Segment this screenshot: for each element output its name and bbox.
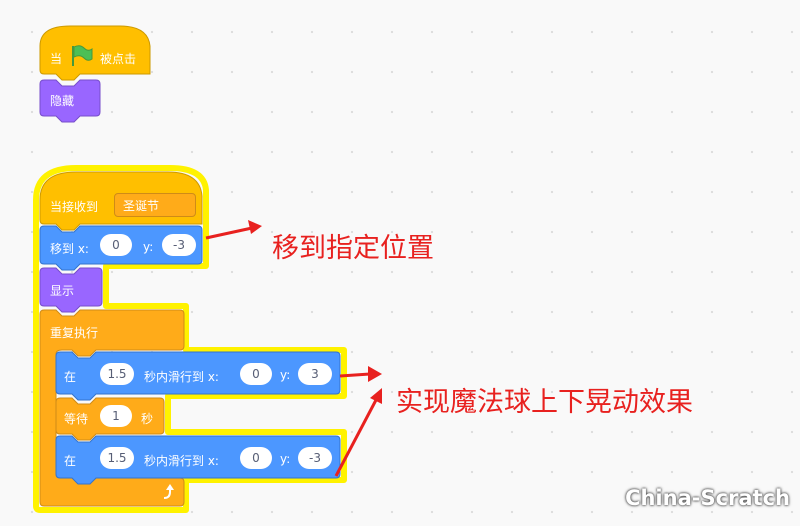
message-value: 圣诞节 — [123, 199, 160, 213]
hide-label: 隐藏 — [50, 94, 75, 108]
receive-label: 当接收到 — [50, 200, 99, 214]
glide2-x-input[interactable]: 0 — [240, 447, 272, 469]
hide-block[interactable] — [39, 79, 101, 123]
glide2-y-label: y: — [280, 452, 291, 466]
annotation-arrow-goto — [205, 220, 262, 240]
goto-y-input[interactable]: -3 — [162, 234, 196, 256]
forever-label: 重复执行 — [50, 326, 99, 340]
glide2-prefix: 在 — [64, 454, 77, 468]
glide1-secs-input[interactable]: 1.5 — [100, 363, 134, 385]
wait-prefix: 等待 — [64, 412, 89, 426]
glide1-y-input[interactable]: 3 — [298, 363, 332, 385]
glide2-y-input[interactable]: -3 — [298, 447, 332, 469]
glide1-x-input[interactable]: 0 — [240, 363, 272, 385]
script-highlight-glow — [33, 165, 347, 513]
message-dropdown[interactable]: 圣诞节 — [114, 193, 196, 217]
goto-x-input[interactable]: 0 — [100, 234, 132, 256]
glide1-mid: 秒内滑行到 x: — [144, 370, 219, 384]
glide2-mid: 秒内滑行到 x: — [144, 454, 219, 468]
annotation-bounce-note: 实现魔法球上下晃动效果 — [396, 387, 693, 418]
show-label: 显示 — [50, 284, 75, 298]
wait-suffix: 秒 — [141, 412, 154, 426]
flag-hat-prefix: 当 — [50, 52, 63, 66]
show-block[interactable] — [39, 267, 103, 313]
wait-secs-input[interactable]: 1 — [100, 405, 132, 427]
glide1-y-label: y: — [280, 368, 291, 382]
loop-arrow-icon — [163, 484, 174, 499]
annotation-goto-note: 移到指定位置 — [272, 233, 434, 264]
annotation-arrow-glide1 — [339, 366, 382, 382]
glide2-secs-input[interactable]: 1.5 — [100, 447, 134, 469]
flag-hat-suffix: 被点击 — [100, 52, 137, 66]
green-flag-icon — [72, 45, 93, 66]
annotation-arrow-glide2 — [334, 388, 382, 477]
goto-y-label: y: — [143, 240, 154, 254]
watermark-text: China-Scratch — [625, 486, 790, 510]
glide1-prefix: 在 — [64, 370, 77, 384]
goto-label: 移到 x: — [50, 242, 89, 256]
when-flag-clicked-block[interactable] — [39, 25, 151, 81]
